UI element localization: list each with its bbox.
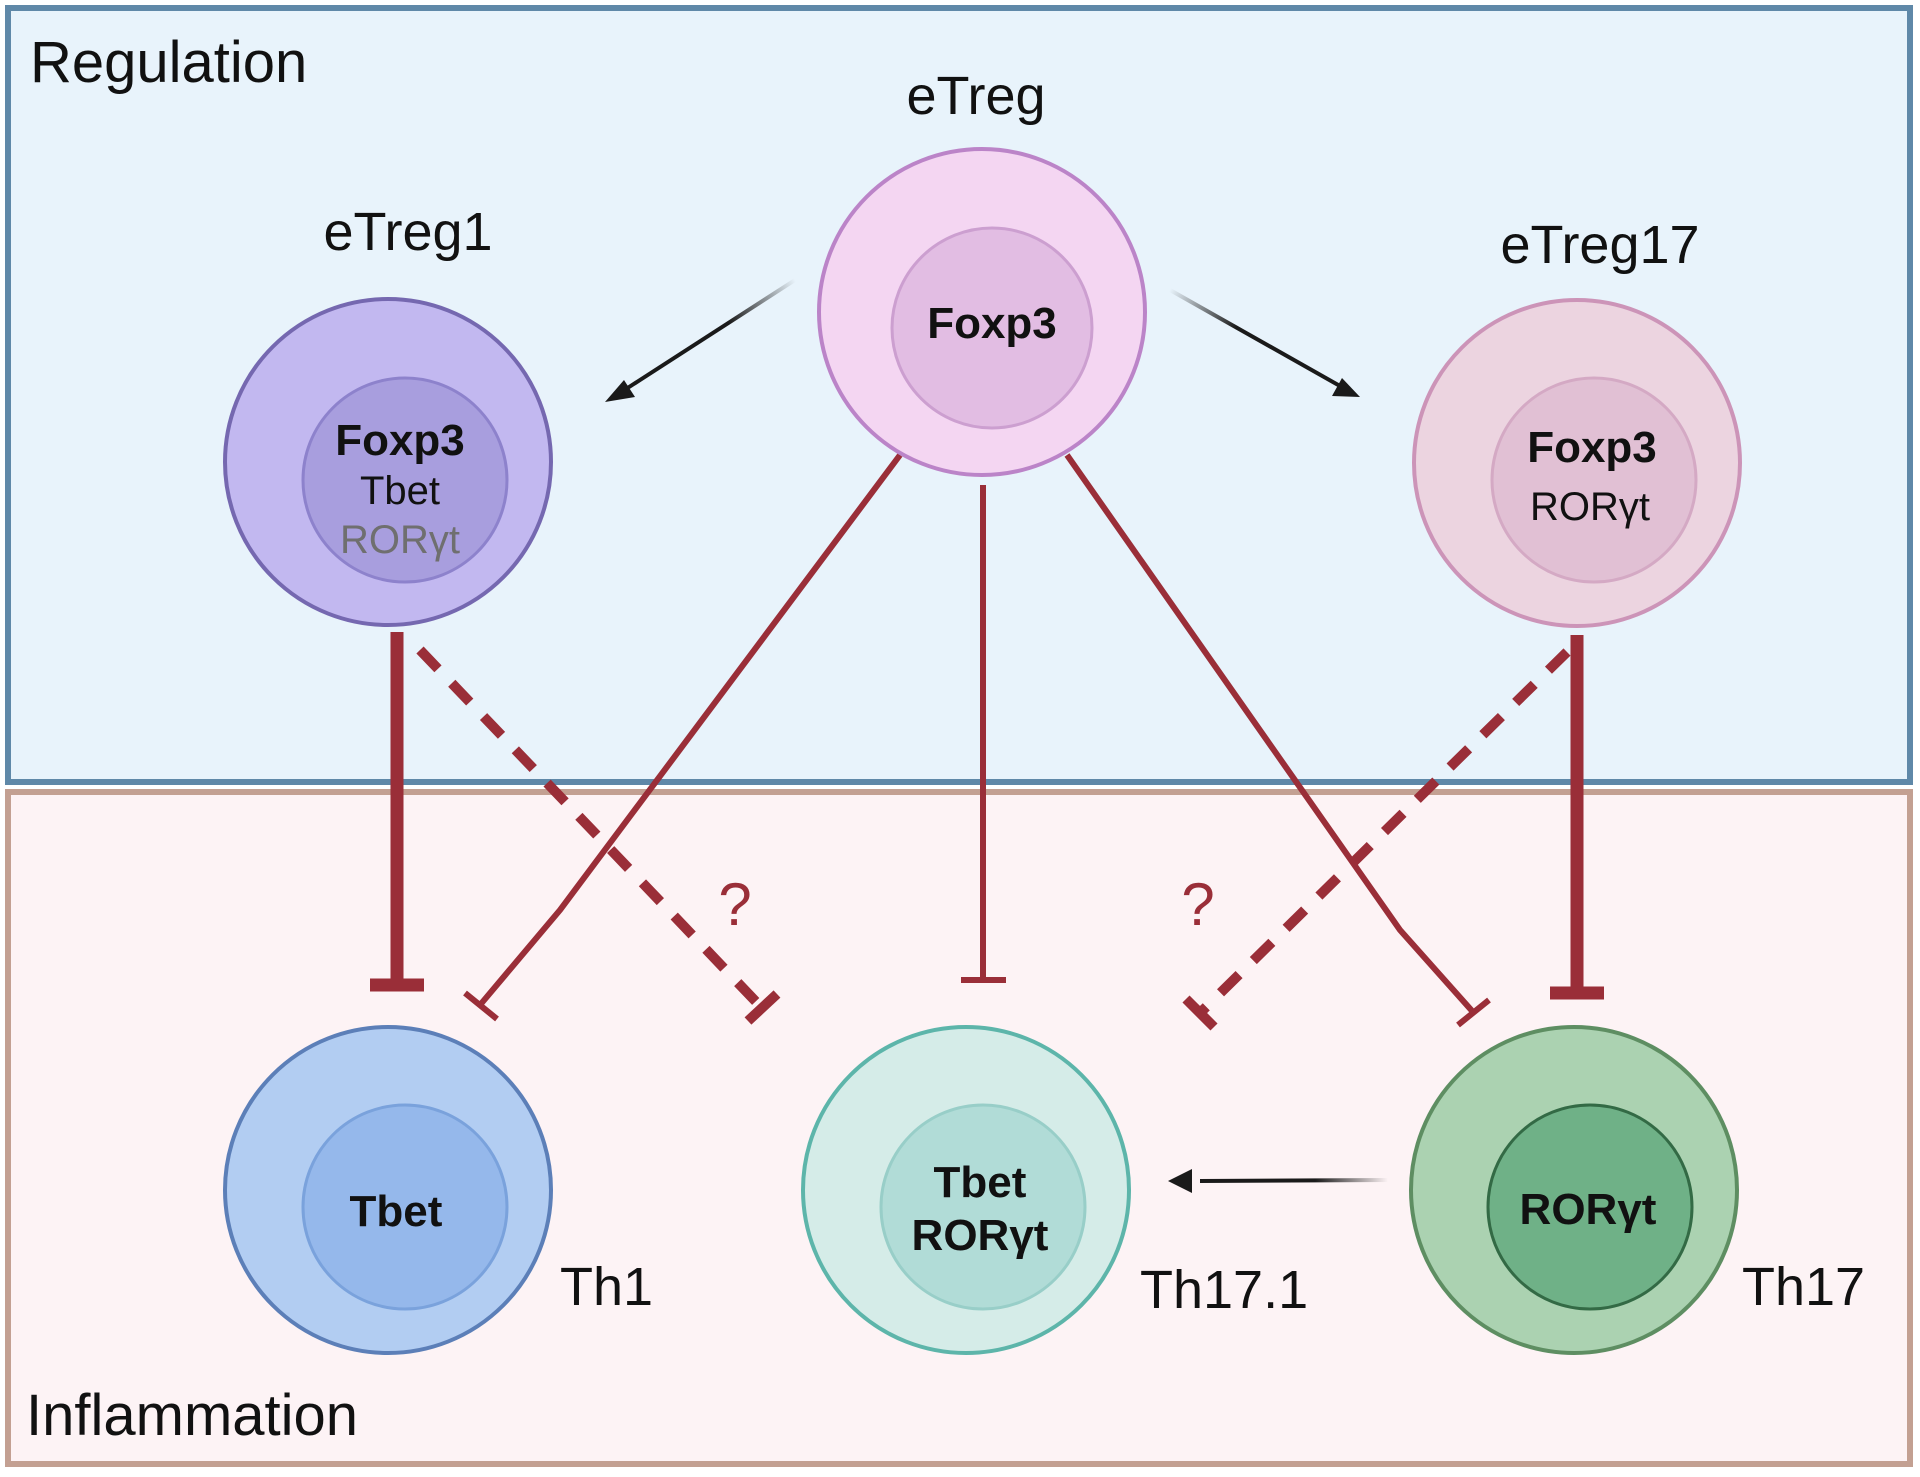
etreg17-marker-foxp3: Foxp3 [1527,423,1657,472]
inhibit-etreg-th1-bar [463,990,499,1022]
th171-marker-tbet: Tbet [934,1158,1027,1207]
etreg17-label: eTreg17 [1500,215,1699,275]
arrow-etreg-to-etreg17 [1169,288,1341,388]
th1-label: Th1 [560,1257,653,1317]
question-mark-right: ? [1181,871,1214,938]
arrow-etreg-to-etreg17-head [1332,378,1360,397]
inhibit-etreg-th17 [1064,453,1476,1014]
uncertain-etreg17-th171-bar [1182,995,1218,1031]
th1-nucleus [301,1103,509,1311]
uncertain-etreg17-th171 [1196,648,1571,1017]
cell-etreg: Foxp3 eTreg [817,66,1147,477]
th1-marker-tbet: Tbet [350,1187,443,1236]
th17-nucleus [1486,1103,1694,1311]
arrow-etreg-to-etreg1 [624,278,797,391]
th171-marker-rorgt: RORγt [912,1211,1049,1260]
inhibition-lines [370,453,1604,1028]
th171-label: Th17.1 [1140,1260,1308,1320]
cell-etreg17: Foxp3 RORγt eTreg17 [1412,215,1742,628]
etreg1-nucleus [301,376,509,584]
arrow-etreg-to-etreg1-head [605,380,635,402]
etreg1-marker-tbet: Tbet [360,469,440,513]
uncertain-etreg1-th171-bar [744,990,781,1025]
cell-etreg1: Foxp3 Tbet RORγt eTreg1 [223,202,553,627]
uncertain-inhibition-lines [416,646,1571,1031]
etreg-marker-foxp3: Foxp3 [927,299,1057,348]
etreg1-marker-rorgt: RORγt [340,518,460,562]
th171-nucleus [879,1103,1087,1311]
inhibit-etreg-th17-bar [1456,997,1491,1028]
etreg-nucleus [890,226,1094,430]
arrow-th17-to-th171-head [1168,1169,1192,1193]
etreg1-marker-foxp3: Foxp3 [335,416,465,465]
etreg-label: eTreg [906,66,1045,126]
cell-th1: Tbet Th1 [223,1025,653,1355]
th17-marker-rorgt: RORγt [1520,1185,1657,1234]
etreg1-label: eTreg1 [323,202,492,262]
uncertain-etreg1-th171 [416,646,766,1012]
regulation-label: Regulation [30,30,307,95]
cell-th171: Tbet RORγt Th17.1 [801,1025,1308,1355]
cell-th17: RORγt Th17 [1409,1025,1865,1355]
arrow-th17-to-th171 [1199,1178,1389,1183]
inflammation-label: Inflammation [26,1383,358,1448]
th17-label: Th17 [1742,1257,1865,1317]
activation-arrows [605,278,1389,1193]
etreg17-marker-rorgt: RORγt [1530,485,1650,529]
etreg17-nucleus [1490,376,1698,584]
question-mark-left: ? [718,871,751,938]
inhibit-etreg-th1 [477,453,903,1007]
